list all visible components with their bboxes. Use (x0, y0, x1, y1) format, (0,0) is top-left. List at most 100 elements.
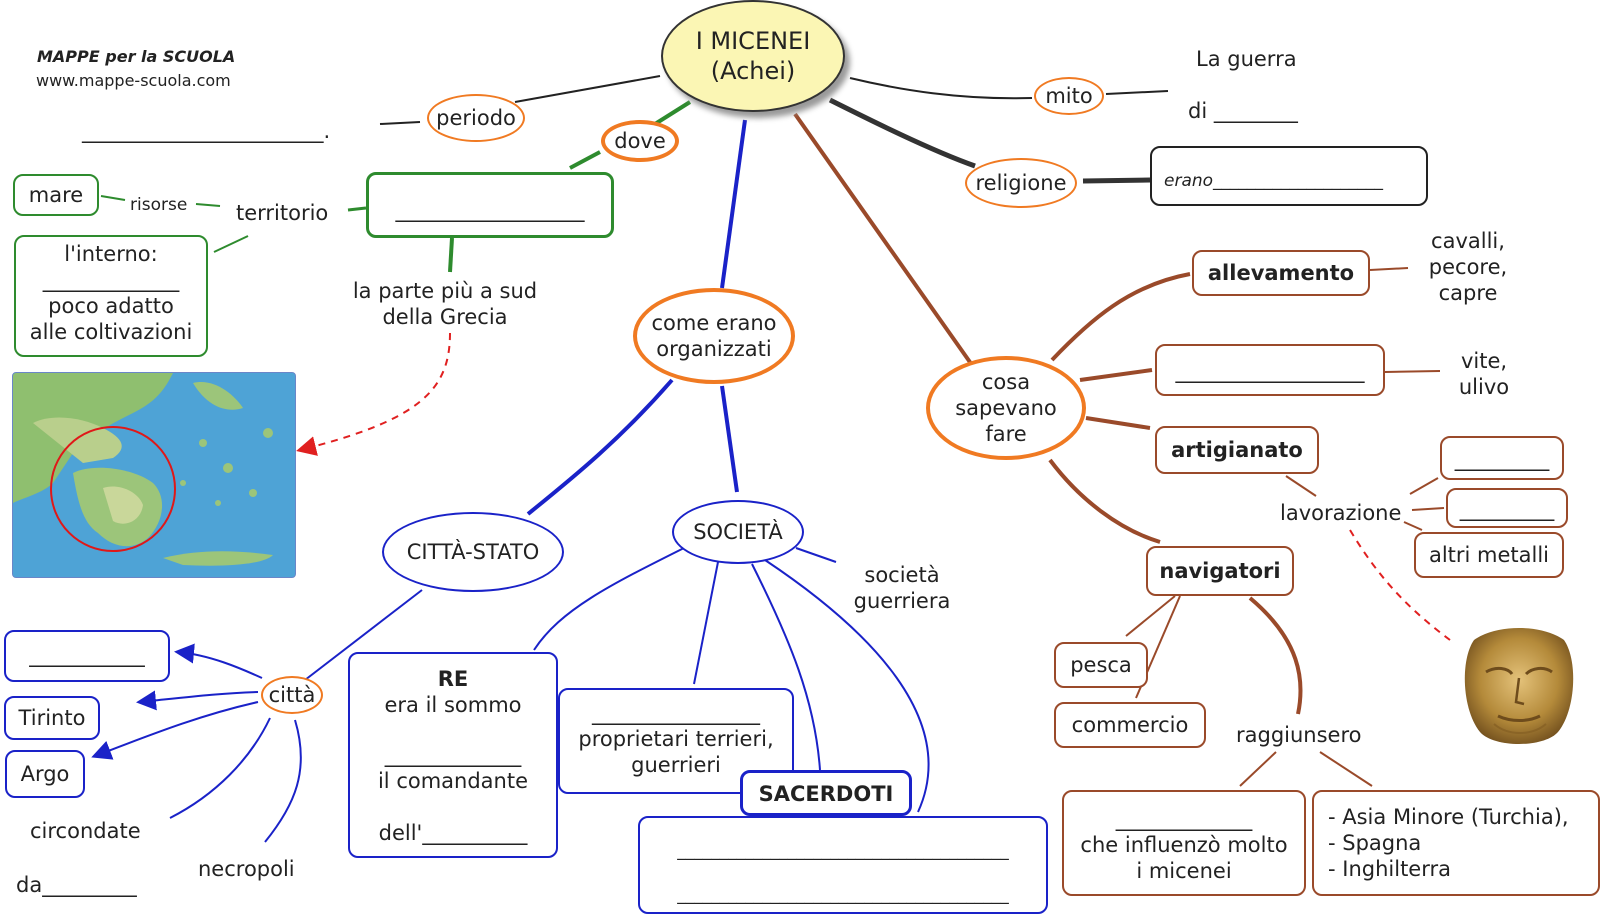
link-citta-necropoli (264, 719, 302, 843)
religione-box: erano____________________ (1150, 146, 1428, 206)
link-raggiunsero-luoghi (1319, 751, 1373, 787)
central-node: I MICENEI (Achei) (661, 0, 845, 112)
link-sapere-coltivazione (1079, 368, 1153, 382)
proprietari-line1: proprietari terrieri, (578, 727, 774, 751)
navigatori-box: navigatori (1146, 546, 1294, 596)
metallo-box-2: _________ (1446, 488, 1568, 528)
societa-bottom-blank2: _______________________________________ (677, 885, 1009, 905)
societa-bottom-box: _______________________________________ … (638, 816, 1048, 914)
altri-metalli-label: altri metalli (1428, 543, 1550, 567)
artigianato-box: artigianato (1155, 426, 1319, 474)
gold-mask-of-agamemnon-image (1456, 620, 1582, 752)
re-line2: il comandante (377, 769, 529, 793)
commercio-label: commercio (1071, 713, 1189, 737)
link-cittastato-citta (304, 589, 423, 681)
node-citta: città (261, 676, 323, 714)
altri-metalli-box: altri metalli (1414, 532, 1564, 578)
central-subtitle: (Achei) (710, 57, 796, 85)
luoghi-line3: - Inghilterra (1328, 857, 1451, 881)
link-societa-prop (693, 561, 719, 685)
link-mito-text (1105, 90, 1169, 95)
coltivazione-blank: __________________ (1175, 359, 1365, 383)
animali-line3: capre (1438, 281, 1498, 305)
luoghi-box: - Asia Minore (Turchia), - Spagna - Ingh… (1312, 790, 1600, 896)
link-center-organizzazione (720, 119, 747, 289)
piante-line2: ulivo (1458, 375, 1510, 399)
dove-answer-box: __________________ (366, 172, 614, 238)
link-center-dove (653, 100, 692, 126)
lavorazione-label: lavorazione (1280, 501, 1402, 525)
link-risorse-territorio (195, 203, 221, 207)
link-citta-argo (91, 701, 259, 760)
interno-label: l'interno: (64, 242, 158, 266)
necropoli-label: necropoli (198, 857, 295, 881)
animali-line2: pecore, (1428, 255, 1508, 279)
luoghi-line1: - Asia Minore (Turchia), (1328, 805, 1569, 829)
link-sapere-artigianato (1085, 416, 1151, 430)
mare-label: mare (28, 183, 84, 207)
periodo-label: periodo (436, 106, 516, 130)
re-title: RE (437, 667, 469, 691)
link-allevamento-animali (1369, 267, 1409, 271)
node-citta-stato: CITTÀ-STATO (382, 512, 564, 592)
animali-line1: cavalli, (1431, 229, 1505, 253)
link-citta-tirinto (136, 690, 259, 711)
influenza-box: _____________ che influenzò molto i mice… (1062, 790, 1306, 896)
link-societa-re (533, 547, 685, 651)
re-line1: era il sommo (384, 693, 522, 717)
argo-label: Argo (20, 762, 70, 786)
link-center-religione (828, 97, 976, 169)
node-periodo: periodo (427, 94, 525, 142)
link-religione-box (1082, 177, 1151, 184)
dove-note-line1: la parte più a sud (352, 279, 538, 303)
societa-bottom-blank1: _______________________________________ (677, 841, 1009, 861)
proprietari-line2: guerrieri (631, 753, 721, 777)
societa-label: SOCIETÀ (693, 520, 783, 544)
artigianato-label: artigianato (1171, 438, 1303, 462)
link-societa-bottom (764, 559, 930, 813)
metallo-box-1: _________ (1440, 436, 1564, 480)
link-org-cittastato (526, 378, 674, 516)
territorio-label: territorio (236, 201, 329, 225)
luoghi-line2: - Spagna (1328, 831, 1422, 855)
interno-box: l'interno: _____________ poco adatto all… (14, 235, 208, 357)
interno-line1: poco adatto (48, 294, 174, 318)
link-periodo-blank (379, 121, 421, 125)
node-dove: dove (601, 120, 679, 162)
link-center-sapere (793, 112, 974, 367)
sapere-line1: cosa (981, 370, 1031, 394)
commercio-box: commercio (1054, 702, 1206, 748)
map-of-greece-image (12, 372, 296, 578)
re-blank: _____________ (384, 743, 522, 767)
animali-text: cavalli, pecore, capre (1418, 228, 1518, 306)
re-box: RE era il sommo _____________ il comanda… (348, 652, 558, 858)
societa-guerriera-line2: guerriera (853, 589, 951, 613)
circondate-da: da_________ (16, 873, 137, 897)
religione-erano: erano (1164, 171, 1214, 191)
link-note-map (296, 332, 451, 456)
influenza-line2: i micenei (1136, 859, 1232, 883)
sacerdoti-box: SACERDOTI (740, 770, 912, 816)
organizzazione-line1: come erano (651, 311, 777, 335)
node-mito: mito (1034, 77, 1104, 115)
societa-guerriera: società guerriera (846, 562, 958, 614)
periodo-blank: _______________________. (82, 119, 331, 143)
central-title: I MICENEI (695, 27, 811, 55)
dove-note: la parte più a sud della Grecia (345, 278, 545, 330)
influenza-line1: che influenzò molto (1080, 833, 1288, 857)
interno-line2: alle coltivazioni (29, 320, 193, 344)
sapere-line2: sapevano (955, 396, 1057, 420)
raggiunsero-label: raggiunsero (1236, 723, 1362, 747)
influenza-blank: _____________ (1115, 807, 1253, 831)
link-navigatori-pesca (1125, 595, 1176, 637)
link-navigatori-raggiunsero (1248, 596, 1303, 715)
sacerdoti-label: SACERDOTI (758, 782, 894, 806)
citta-blank: ___________ (29, 643, 145, 667)
link-societa-sacerdoti (751, 563, 821, 771)
link-citta-blank (174, 643, 263, 679)
religione-label: religione (975, 171, 1067, 195)
brand-website[interactable]: www.mappe-scuola.com (36, 71, 231, 90)
node-societa: SOCIETÀ (672, 500, 804, 564)
